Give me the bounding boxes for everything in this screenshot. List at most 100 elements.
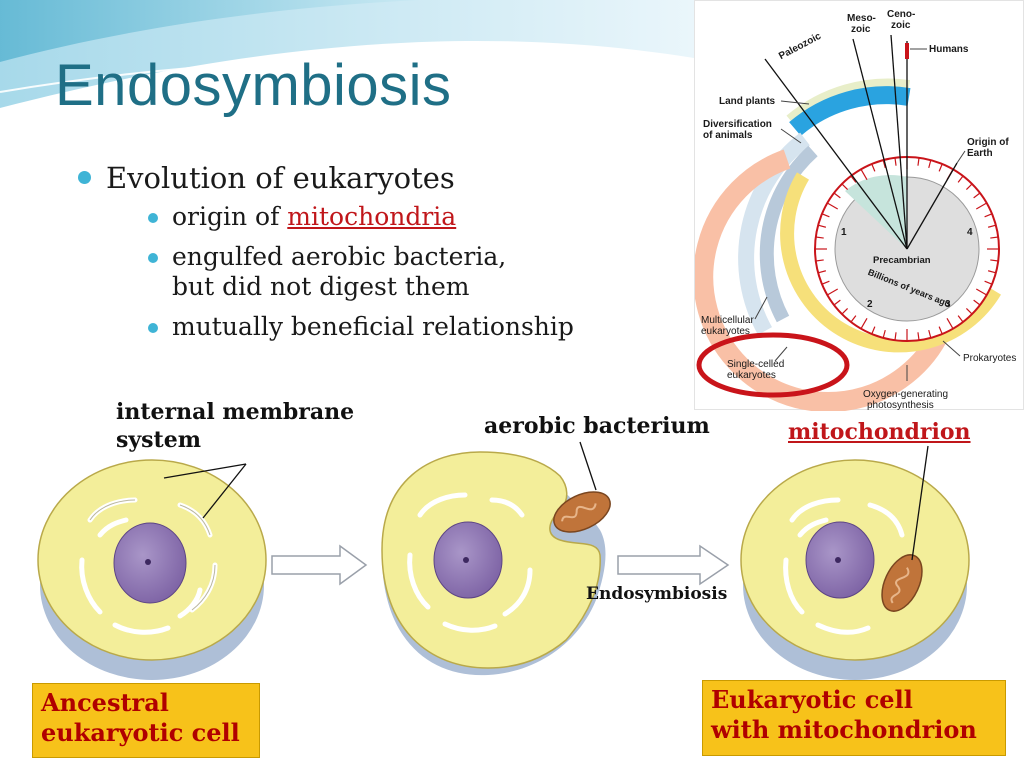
pointer-prokaryotes: [942, 340, 961, 357]
clock-tick: [965, 183, 973, 191]
clock-tick: [990, 236, 999, 239]
mitochondrion: [881, 554, 923, 612]
clock-tick: [815, 236, 824, 239]
clock-tick: [833, 192, 841, 199]
clock-tick: [987, 224, 997, 228]
pointer-multicellular: [754, 296, 768, 320]
label-humans: Humans: [929, 44, 969, 55]
pointer-land-plants: [780, 100, 810, 105]
sub-bullet-engulfed: engulfed aerobic bacteria,but did not di…: [148, 242, 574, 302]
label-line-2: system: [116, 427, 201, 453]
nucleolus: [145, 559, 151, 565]
clock-tick: [821, 280, 830, 285]
pointer-bacterium: [579, 441, 597, 491]
sub-bullet-text: engulfed aerobic bacteria,: [172, 242, 507, 271]
clock-tick: [973, 192, 981, 199]
clock-tick: [821, 213, 830, 218]
label-multicellular-2: eukaryotes: [701, 326, 750, 337]
label-diversification-1: Diversification: [703, 119, 772, 130]
tick-label-3: 3: [945, 299, 951, 310]
label-diversification-2: of animals: [703, 130, 753, 141]
caption-line-1: Eukaryotic cell: [711, 685, 913, 714]
mitochondria-link[interactable]: mitochondria: [287, 202, 457, 231]
clock-tick: [871, 163, 876, 172]
label-oxygen-2: photosynthesis: [867, 400, 934, 411]
header-swoosh-dark: [0, 0, 420, 62]
arc-oxygen: [780, 172, 1001, 353]
clock-tick: [938, 163, 943, 172]
clock-tick: [841, 183, 849, 191]
clock-tick: [827, 288, 839, 296]
caption-ancestral-cell: Ancestral eukaryotic cell: [32, 683, 260, 758]
label-endosymbiosis: Endosymbiosis: [586, 584, 728, 604]
bullet-evolution: Evolution of eukaryotes origin of mitoch…: [78, 158, 574, 342]
pointer-origin: [956, 150, 966, 164]
geologic-clock-panel: Paleozoic Meso- zoic Ceno- zoic Humans L…: [694, 0, 1024, 411]
tick-label-2: 2: [867, 299, 873, 310]
clock-tick: [973, 299, 981, 306]
eukaryotic-cell: [740, 459, 970, 680]
caption-line-1: Ancestral: [41, 688, 169, 717]
tick-label-4: 4: [967, 227, 973, 238]
clock-tick: [990, 259, 999, 262]
engulfing-cell: [381, 451, 611, 676]
clock-tick: [957, 175, 964, 183]
clock-tick: [987, 270, 997, 274]
clock-tick: [938, 326, 943, 335]
arrow-right-icon: [271, 544, 368, 586]
clock-tick: [894, 157, 897, 166]
clock-tick: [928, 159, 932, 169]
label-multicellular-1: Multicellular: [701, 315, 754, 326]
clock-tick: [817, 270, 827, 274]
clock-tick: [928, 329, 932, 339]
geologic-clock: [695, 34, 1001, 411]
clock-tick: [917, 157, 920, 166]
membrane-outline: [89, 499, 216, 611]
header-swoosh-light: [0, 0, 694, 108]
clock-tick: [850, 175, 857, 183]
line-paleozoic: [764, 58, 908, 250]
arc-diversification: [759, 145, 818, 323]
clock-tick: [917, 332, 920, 341]
line-origin: [906, 162, 958, 250]
pointer-membrane-1: [163, 463, 247, 479]
label-origin-1: Origin of: [967, 137, 1009, 148]
sub-bullet-list: origin of mitochondria engulfed aerobic …: [106, 202, 574, 342]
label-oxygen-1: Oxygen-generating: [863, 389, 949, 400]
label-cenozoic-1: Ceno-: [887, 9, 916, 20]
membrane-folds: [407, 492, 533, 633]
clock-tick: [975, 288, 987, 296]
ancestral-cell: [37, 459, 267, 680]
clock-tick: [894, 332, 897, 341]
sub-bullet-origin: origin of mitochondria: [148, 202, 574, 232]
membrane-folds: [783, 497, 905, 635]
humans-marker: [905, 43, 909, 59]
line-mesozoic: [852, 38, 908, 250]
label-land-plants: Land plants: [719, 96, 776, 107]
bullet-text: Evolution of eukaryotes: [106, 161, 455, 195]
caption-eukaryotic-cell: Eukaryotic cell with mitochondrion: [702, 680, 1006, 756]
label-mesozoic-1: Meso-: [847, 13, 876, 24]
clock-tick: [965, 307, 973, 315]
bullet-list: Evolution of eukaryotes origin of mitoch…: [78, 158, 574, 352]
pointer-diversification: [780, 128, 802, 144]
label-origin-2: Earth: [967, 148, 993, 159]
header-swoosh-line: [0, 56, 695, 93]
arc-single-celled: [695, 149, 951, 411]
nucleolus: [463, 557, 469, 563]
slide-title: Endosymbiosis: [55, 53, 452, 118]
label-cenozoic-2: zoic: [891, 20, 911, 31]
clock-tick: [984, 280, 993, 285]
clock-tick: [975, 202, 987, 210]
label-single-celled-1: Single-celled: [727, 359, 785, 370]
sub-bullet-mutual: mutually beneficial relationship: [148, 312, 574, 342]
clock-tick: [882, 159, 886, 169]
sub-bullet-text: mutually beneficial relationship: [172, 312, 574, 341]
caption-line-2: eukaryotic cell: [41, 718, 240, 747]
pointer-mitochondrion: [911, 445, 929, 561]
clock-tick: [957, 315, 964, 323]
clock-tick: [984, 213, 993, 218]
sub-bullet-text: origin of: [172, 202, 288, 231]
